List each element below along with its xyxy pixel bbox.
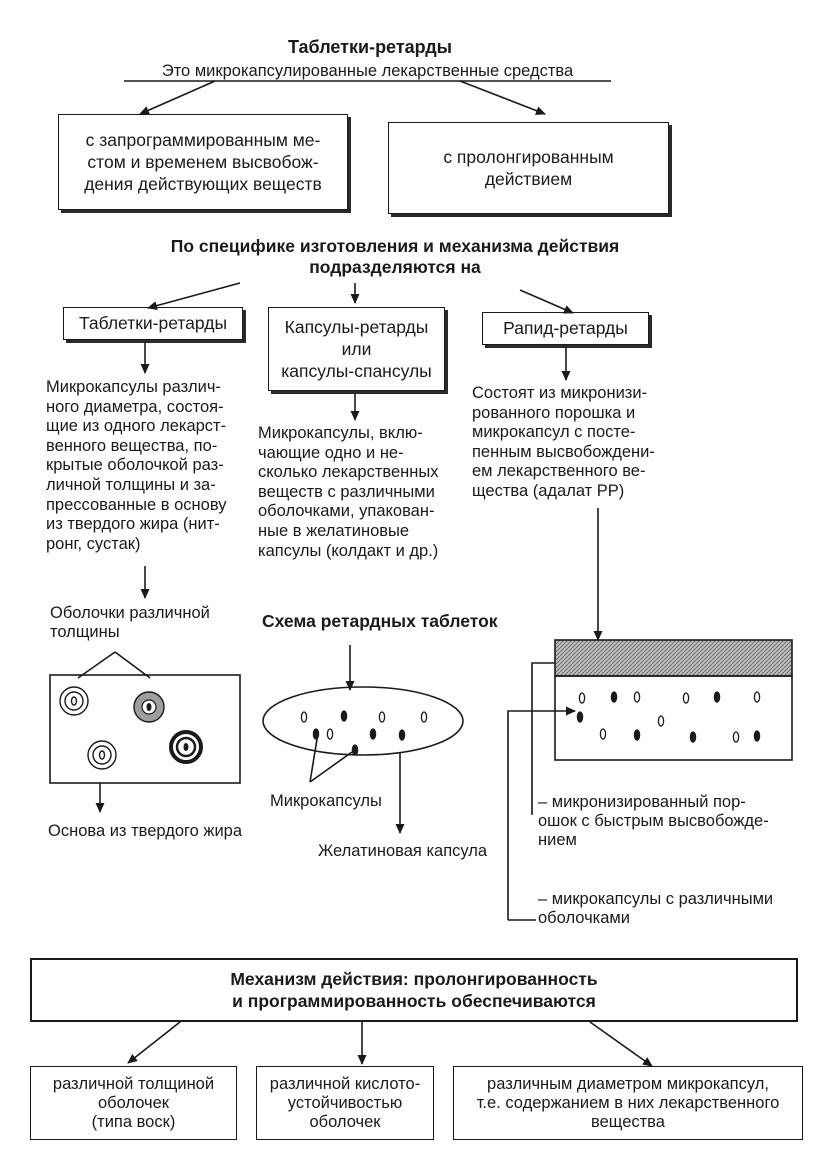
microcapsule-thick-shell (169, 730, 203, 764)
arrow-mech-1 (127, 1021, 181, 1064)
line-shells-a (77, 651, 116, 679)
microcapsule-thin-shell (59, 686, 89, 716)
microcapsules-label: Микрокапсулы (270, 792, 382, 810)
mechanism-box: Механизм действия: пролонгированность и … (30, 958, 798, 1022)
prolonged-action-box: с пролонгированным действием (388, 122, 669, 214)
programmed-release-box: с запрограммированным ме- стом и времене… (58, 114, 348, 210)
type-tablets-retard-label: Таблетки-ретарды (78, 313, 228, 333)
arrow-to-type3 (519, 289, 574, 314)
type-rapid-retard-description: Состоят из микронизи- рованного порошка … (472, 384, 655, 500)
solid-fat-base-label: Основа из твердого жира (48, 822, 243, 840)
programmed-release-text: с запрограммированным ме- стом и времене… (84, 130, 322, 194)
page-subtitle: Это микрокапсулированные лекарственные с… (161, 62, 574, 80)
gelatin-capsule-label: Желатиновая капсула (318, 842, 488, 860)
type-tablets-retard-description: Микрокапсулы различ- ного диаметра, сост… (46, 378, 227, 553)
classification-heading: По специфике изготовления и механизма де… (170, 236, 620, 277)
rapid-retard-schema (554, 639, 793, 761)
microcapsules-legend: – микрокапсулы с различными оболочками (538, 890, 774, 927)
arrow-to-right-box (459, 80, 546, 115)
prolonged-action-text: с пролонгированным действием (443, 147, 614, 189)
mechanism-item-diameter: различным диаметром микрокапсул, т.е. со… (453, 1066, 803, 1140)
tablet-retard-schema (49, 674, 241, 784)
arrow-mech-3 (589, 1021, 653, 1067)
mechanism-item-acid-resistance: различной кислото- устойчивостью оболоче… (256, 1066, 434, 1140)
arrow-to-left-box (139, 80, 216, 115)
line-shells-b (114, 651, 151, 679)
type-capsules-retard-label: Капсулы-ретарды или капсулы-спансулы (281, 317, 432, 381)
type-rapid-retard-box: Рапид-ретарды (482, 312, 649, 345)
type-capsules-retard-description: Микрокапсулы, вклю- чающие одно и не- ск… (258, 424, 439, 560)
shells-label: Оболочки различной толщины (50, 604, 210, 641)
micronized-powder-legend: – микронизированный пор- ошок с быстрым … (538, 793, 769, 849)
page-title: Таблетки-ретарды (287, 37, 453, 57)
mechanism-item-shell-thickness: различной толщиной оболочек (типа воск) (30, 1066, 237, 1140)
line-micro-a (309, 732, 319, 783)
type-tablets-retard-box: Таблетки-ретарды (63, 307, 243, 340)
schema-title: Схема ретардных таблеток (262, 611, 498, 631)
mechanism-item-1-text: различной толщиной оболочек (типа воск) (52, 1074, 215, 1131)
type-rapid-retard-label: Рапид-ретарды (503, 318, 628, 338)
mechanism-heading: Механизм действия: пролонгированность и … (230, 969, 598, 1011)
type-capsules-retard-box: Капсулы-ретарды или капсулы-спансулы (268, 307, 445, 391)
microcapsule-double-shell (87, 740, 117, 770)
microcapsule-medium-shell (133, 691, 165, 723)
mechanism-item-2-text: различной кислото- устойчивостью оболоче… (269, 1074, 421, 1131)
bracket-capsules (507, 706, 576, 920)
arrow-to-type1 (147, 282, 241, 310)
line-micro-b (309, 751, 353, 783)
mechanism-item-3-text: различным диаметром микрокапсул, т.е. со… (476, 1074, 780, 1131)
gelatin-capsule-schema (262, 686, 464, 756)
